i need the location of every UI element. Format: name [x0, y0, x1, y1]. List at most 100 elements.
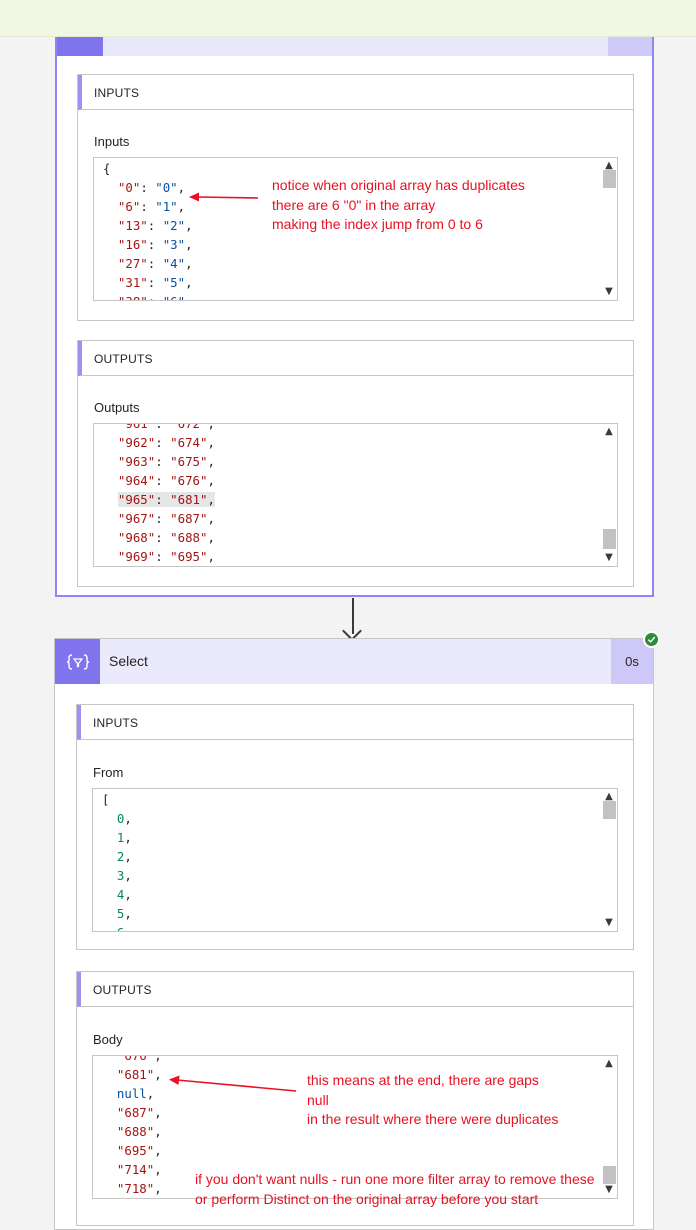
code-line: "962": "674", — [103, 433, 215, 452]
code-token: , — [185, 218, 193, 233]
code-token: 6 — [117, 925, 124, 931]
code-line: null, — [102, 1084, 162, 1103]
code-token: , — [146, 1086, 155, 1101]
code-token: "718" — [116, 1181, 155, 1196]
code-line: 2, — [102, 847, 132, 866]
code-token: 2 — [116, 849, 125, 864]
code-token — [102, 849, 117, 864]
code-line: "681", — [102, 1065, 162, 1084]
code-token: "964" — [117, 473, 156, 488]
code-token: "688" — [116, 1124, 155, 1139]
scrollbar-thumb[interactable] — [603, 801, 616, 819]
code-token: , — [154, 1105, 162, 1120]
code-line: "31": "5", — [103, 273, 193, 292]
code-token — [103, 511, 118, 526]
code-token: "963" — [117, 454, 156, 469]
from-code-viewer[interactable]: [ 0, 1, 2, 3, 4, 5, 6, ▲ ▼ — [92, 788, 618, 932]
code-line: "687", — [102, 1103, 162, 1122]
scroll-up-icon[interactable]: ▲ — [605, 160, 613, 171]
code-token — [102, 1105, 117, 1120]
code-token: : — [147, 275, 163, 290]
code-token: : — [155, 454, 171, 469]
compose-action-card[interactable]: INPUTS Inputs { "0": "0", "6": "1", "13"… — [55, 20, 654, 597]
scroll-up-icon[interactable]: ▲ — [605, 426, 613, 437]
code-token — [102, 1086, 117, 1101]
code-token: , — [124, 849, 132, 864]
code-token: , — [154, 1162, 162, 1177]
field-label: Body — [93, 1032, 123, 1047]
inputs-section: INPUTS Inputs { "0": "0", "6": "1", "13"… — [77, 74, 634, 321]
code-token: , — [124, 830, 132, 845]
code-token: : — [140, 199, 156, 214]
select-icon — [55, 639, 100, 684]
scrollbar-thumb[interactable] — [603, 529, 616, 549]
code-token: , — [154, 1055, 162, 1063]
code-token — [103, 218, 118, 233]
code-line: "676", — [102, 1055, 162, 1065]
scroll-down-icon[interactable]: ▼ — [605, 917, 613, 928]
code-line: "961": "672", — [103, 423, 215, 433]
code-token: , — [185, 275, 193, 290]
code-line: "714", — [102, 1160, 162, 1179]
code-line: 1, — [102, 828, 132, 847]
code-token: "4" — [162, 256, 186, 271]
code-line: "688", — [102, 1122, 162, 1141]
section-header[interactable]: OUTPUTS — [77, 972, 633, 1007]
code-line: 5, — [102, 904, 132, 923]
code-token — [103, 294, 118, 300]
code-token — [103, 180, 118, 195]
scroll-down-icon[interactable]: ▼ — [605, 1184, 613, 1195]
code-token: "5" — [162, 275, 186, 290]
select-action-card[interactable]: Select 0s INPUTS From [ 0, 1, 2, 3, 4, 5… — [54, 638, 654, 1230]
code-token — [102, 830, 117, 845]
code-token: "672" — [170, 423, 208, 431]
code-token: "687" — [170, 511, 208, 526]
code-line: "16": "3", — [103, 235, 193, 254]
section-header[interactable]: OUTPUTS — [78, 341, 633, 376]
section-title: OUTPUTS — [93, 983, 152, 997]
code-token: , — [207, 530, 215, 545]
section-header[interactable]: INPUTS — [78, 75, 633, 110]
section-header[interactable]: INPUTS — [77, 705, 633, 740]
code-token: "965" — [117, 492, 156, 507]
code-token — [103, 454, 118, 469]
body-code-viewer[interactable]: "676", "681", null, "687", "688", "695",… — [92, 1055, 618, 1199]
scroll-up-icon[interactable]: ▲ — [605, 791, 613, 802]
inputs-code-viewer[interactable]: { "0": "0", "6": "1", "13": "2", "16": "… — [93, 157, 618, 301]
code-line: "965": "681", — [103, 490, 215, 509]
code-token: 4 — [116, 887, 125, 902]
code-token: "688" — [170, 530, 208, 545]
code-line: 6, — [102, 923, 132, 931]
code-token: : — [155, 530, 171, 545]
code-token: , — [154, 1067, 162, 1082]
code-token: "714" — [116, 1162, 155, 1177]
code-token: "695" — [116, 1143, 155, 1158]
code-line: "38": "6", — [103, 292, 193, 300]
code-token: , — [124, 925, 131, 931]
code-token: "681" — [116, 1067, 155, 1082]
code-token: : — [147, 218, 163, 233]
code-token — [103, 549, 118, 564]
field-label: From — [93, 765, 124, 780]
code-token — [102, 1124, 117, 1139]
outputs-code-viewer[interactable]: "961": "672", "962": "674", "963": "675"… — [93, 423, 618, 567]
annotation-note: notice when original array has duplicate… — [272, 177, 525, 232]
code-token: , — [154, 1143, 162, 1158]
scrollbar-thumb[interactable] — [603, 170, 616, 188]
code-token: : — [147, 237, 163, 252]
action-header[interactable]: Select 0s — [55, 639, 653, 684]
code-token: "687" — [116, 1105, 155, 1120]
code-token: : — [148, 294, 163, 300]
scrollbar-thumb[interactable] — [603, 1166, 616, 1184]
code-line: 4, — [102, 885, 132, 904]
code-token: "674" — [170, 435, 208, 450]
code-token — [103, 199, 118, 214]
section-title: INPUTS — [94, 86, 140, 100]
code-token — [102, 925, 117, 931]
scroll-up-icon[interactable]: ▲ — [605, 1058, 613, 1069]
scroll-down-icon[interactable]: ▼ — [605, 286, 613, 297]
code-line: "718", — [102, 1179, 162, 1198]
code-token — [102, 1181, 117, 1196]
scroll-down-icon[interactable]: ▼ — [605, 552, 613, 563]
code-token — [102, 887, 117, 902]
